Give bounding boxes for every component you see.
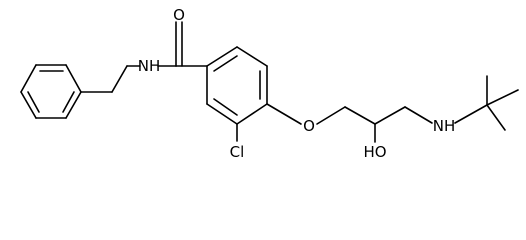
bond [486,104,506,131]
bond [454,104,488,124]
bond [27,91,40,113]
amide-nitrogen-label: NH [138,57,161,75]
bond [206,103,238,125]
chlorine-label: Cl [230,143,245,161]
bond [65,64,82,93]
bond [266,103,302,125]
bond [316,106,346,125]
ether-oxygen-label: O [303,117,315,135]
bond [213,55,238,72]
bond [404,106,433,124]
amine-nitrogen-label: NH [433,117,456,135]
bond [65,91,82,119]
bond [20,64,37,93]
bond [486,89,519,106]
bond [374,106,406,125]
bond [213,98,238,116]
bond [344,106,376,125]
bond [20,91,37,119]
bond [111,65,128,93]
carbonyl-oxygen-label: O [173,6,185,24]
bonds [20,21,519,143]
bond [236,46,268,67]
bond [236,103,268,125]
bond [206,46,238,67]
molecule-diagram: O NH Cl O HO NH [20,6,519,161]
bond [62,91,75,113]
hydroxyl-label: HO [363,143,386,161]
atom-labels: O NH Cl O HO NH [138,6,456,161]
